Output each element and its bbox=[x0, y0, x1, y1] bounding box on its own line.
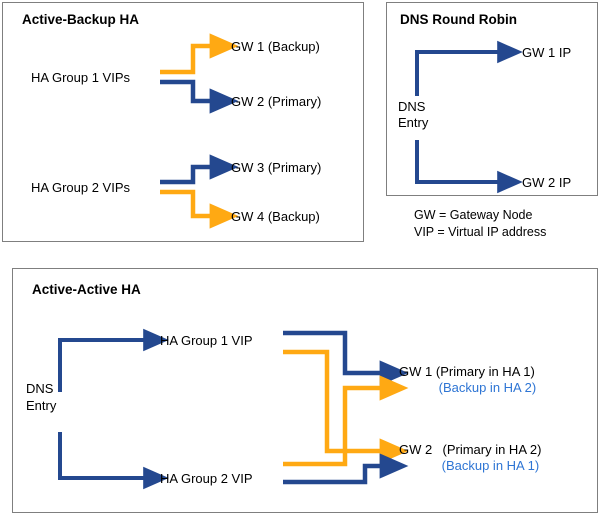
panel-title-dns-round-robin: DNS Round Robin bbox=[400, 12, 517, 27]
label-dns-entry-line2: Entry bbox=[398, 115, 429, 130]
label-dns-entry-line1: DNS bbox=[398, 99, 426, 114]
label-ha-group-2-vip: HA Group 2 VIP bbox=[160, 471, 253, 486]
panel-active-backup bbox=[2, 2, 364, 242]
label-gw3-primary: GW 3 (Primary) bbox=[231, 160, 322, 175]
legend-line-gw: GW = Gateway Node bbox=[414, 208, 533, 222]
panel-title-active-backup: Active-Backup HA bbox=[22, 12, 140, 27]
label-ha-group-1-vip: HA Group 1 VIP bbox=[160, 333, 253, 348]
label-gw1-name: GW 1 bbox=[399, 364, 433, 379]
label-aa-dns-entry-line2: Entry bbox=[26, 398, 57, 413]
label-gw2-ip: GW 2 IP bbox=[522, 175, 572, 190]
panel-title-active-active: Active-Active HA bbox=[32, 282, 141, 297]
label-gw1-primary: (Primary in HA 1) bbox=[435, 364, 535, 379]
label-gw2-name: GW 2 bbox=[399, 442, 433, 457]
label-gw1-block: GW 1 (Primary in HA 1) (Backup in HA 2) bbox=[399, 364, 536, 396]
label-ha-group-1-vips: HA Group 1 VIPs bbox=[31, 70, 130, 85]
label-gw1-backup: GW 1 (Backup) bbox=[231, 39, 320, 54]
label-gw2-primary: (Primary in HA 2) bbox=[442, 442, 542, 457]
label-gw4-backup: GW 4 (Backup) bbox=[231, 209, 320, 224]
label-gw1-backup: (Backup in HA 2) bbox=[438, 380, 537, 395]
label-gw2-primary: GW 2 (Primary) bbox=[231, 94, 322, 109]
label-gw2-backup: (Backup in HA 1) bbox=[441, 458, 540, 473]
label-gw2-block: GW 2 (Primary in HA 2) (Backup in HA 1) bbox=[399, 442, 541, 474]
label-ha-group-2-vips: HA Group 2 VIPs bbox=[31, 180, 130, 195]
legend-line-vip: VIP = Virtual IP address bbox=[414, 225, 547, 239]
label-aa-dns-entry-line1: DNS bbox=[26, 381, 54, 396]
label-gw1-ip: GW 1 IP bbox=[522, 45, 572, 60]
